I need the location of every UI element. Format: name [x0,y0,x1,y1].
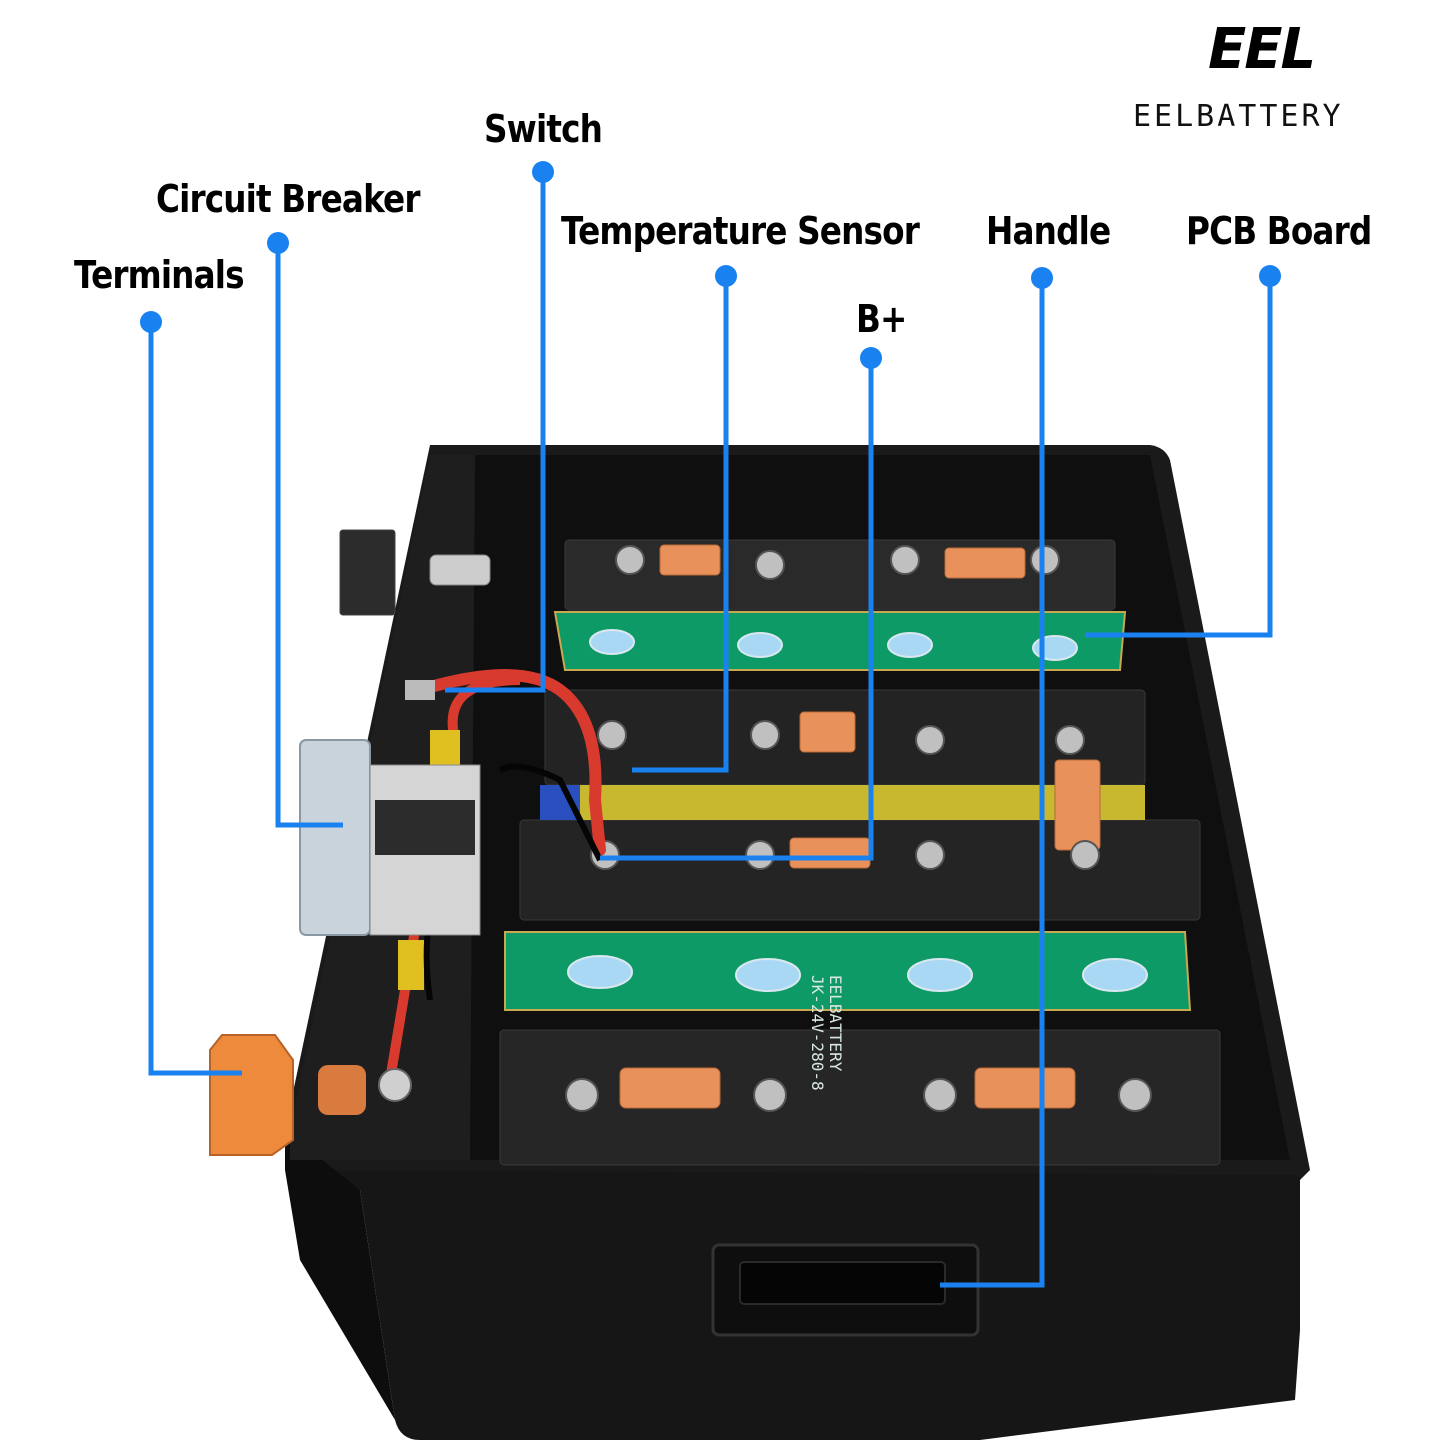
label-terminals: Terminals [74,253,245,297]
eel-logo-mark: EEL [1208,17,1316,82]
label-handle: Handle [986,209,1111,253]
label-pcb-board: PCB Board [1186,209,1372,253]
callout-dots [140,161,1281,369]
terminal-bolt [378,1068,412,1102]
breaker-toggle [375,800,475,855]
handle-grip [739,1261,946,1305]
red-power-cable [414,669,606,856]
black-wire-1 [498,763,603,862]
callout-lines [148,172,1273,1288]
pcb-print-brand: EELBATTERY [826,975,845,1072]
pcb-board-lower [504,931,1192,1011]
label-b-plus: B+ [856,297,907,341]
switch-housing [339,529,396,616]
battery-case-side [285,1130,395,1420]
pcb-print-model: JK-24V-280-8 [808,975,827,1091]
cell-row-1 [564,539,1116,611]
label-circuit-breaker: Circuit Breaker [156,177,420,221]
yellow-lug-upper [430,730,460,770]
insulation-strip [540,785,1145,820]
orange-terminal [209,1034,294,1156]
yellow-lug-lower [398,940,424,990]
pcb-board-upper [553,611,1127,671]
switch-pin [405,680,435,700]
label-switch: Switch [484,107,603,151]
red-cable-short [447,675,521,742]
switch-knob [429,554,491,586]
cell-row-4 [499,1029,1221,1166]
breaker-cover [299,739,371,936]
eelbattery-wordmark: EELBATTERY [1133,99,1344,134]
terminal-boot [318,1065,366,1115]
label-temperature-sensor: Temperature Sensor [561,209,920,253]
